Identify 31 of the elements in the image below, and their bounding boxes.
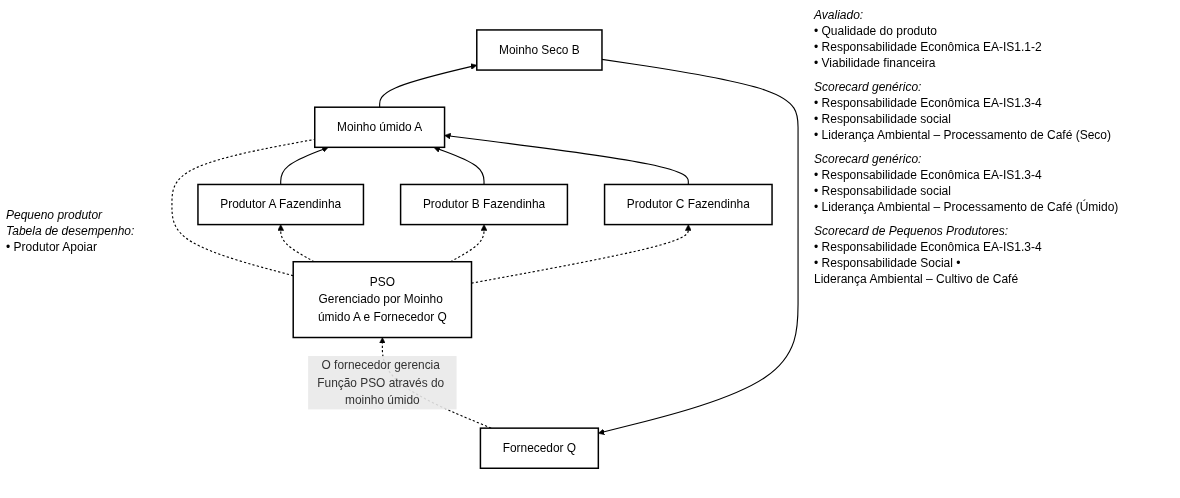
note-heading: Scorecard de Pequenos Produtores: [814, 224, 1010, 238]
note-text: Liderança Ambiental – Cultivo de Café [814, 272, 1020, 286]
arrow [433, 146, 485, 185]
note-text: • Responsabilidade Econômica EA-IS1.3-4 [814, 96, 1043, 110]
note-text: • Responsabilidade Econômica EA-IS1.3-4 [814, 240, 1043, 254]
note-heading: Avaliado: [814, 8, 865, 22]
note-text: • Liderança Ambiental – Processamento de Café (Úmido) [814, 200, 1120, 214]
node-box: Moinho úmido A [314, 106, 446, 148]
arrow [444, 132, 689, 185]
note-text: • Qualidade do produto [814, 24, 938, 38]
node-box: Moinho Seco B [476, 29, 603, 71]
note-text: • Responsabilidade social [814, 112, 952, 126]
note-text: • Responsabilidade Econômica EA-IS1.1-2 [814, 40, 1043, 54]
node-box: Fornecedor Q [479, 427, 600, 469]
node-box: Produtor C Fazendinha [603, 183, 773, 226]
note-text: • Viabilidade financeira [814, 56, 937, 70]
note-text: • Responsabilidade Social • [814, 256, 962, 270]
note-text: • Liderança Ambiental – Processamento de Café (Seco) [814, 128, 1113, 142]
arrow [280, 146, 329, 185]
node-box: Produtor A Fazendinha [197, 183, 365, 226]
note-heading: Pequeno produtor [6, 208, 104, 222]
edge-label: O fornecedor gerencia Função PSO através do moinho úmido [317, 358, 445, 407]
note-heading: Scorecard genérico: [814, 80, 923, 94]
note-text: • Produtor Apoiar [6, 240, 98, 254]
note-heading: Tabela de desempenho: [6, 224, 136, 238]
node-box: PSO Gerenciado por Moinho úmido A e Fornecedor Q [292, 260, 473, 339]
node-box: Produtor B Fazendinha [399, 183, 569, 226]
arrow [598, 58, 799, 435]
note-text: • Responsabilidade Econômica EA-IS1.3-4 [814, 168, 1043, 182]
note-text: • Responsabilidade social [814, 184, 952, 198]
note-heading: Scorecard genérico: [814, 152, 923, 166]
